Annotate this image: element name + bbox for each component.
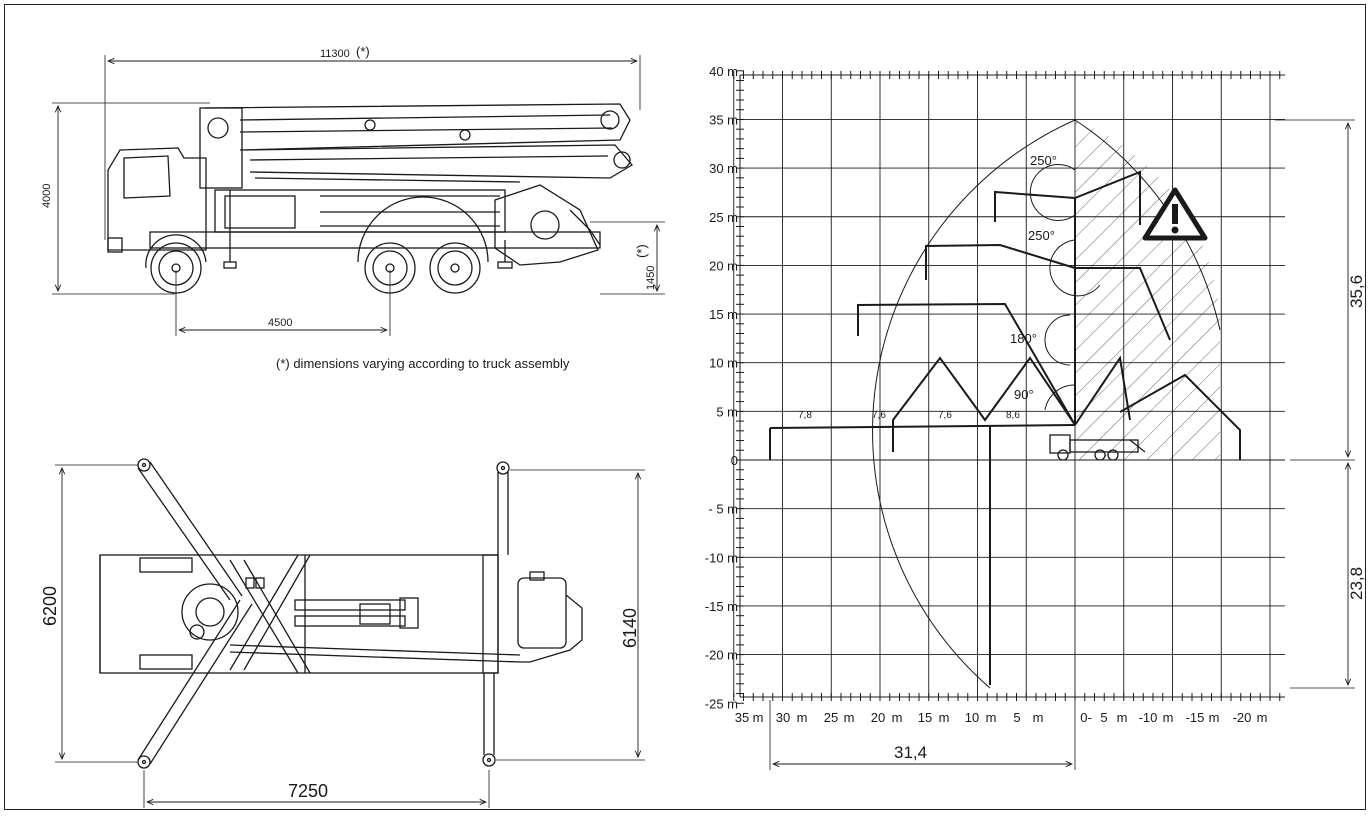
- angle-arcs: [1029, 164, 1101, 411]
- dim-length-note: (*): [356, 44, 370, 59]
- dim-max-depth: 23,8: [1347, 567, 1366, 600]
- y-tick-label: 20 m: [709, 258, 738, 273]
- front-wheel: [145, 234, 207, 294]
- y-tick-label: 25 m: [709, 210, 738, 225]
- y-tick-label: 35 m: [709, 112, 738, 127]
- warning-icon: [1142, 187, 1208, 241]
- x-tick-label: -15: [1186, 710, 1205, 725]
- dim-outrigger-span: 7250: [288, 781, 328, 801]
- x-tick-label: 15: [918, 710, 932, 725]
- x-tick-label: -20: [1233, 710, 1252, 725]
- outrigger-front-lower: [137, 554, 311, 769]
- x-tick-label: 10: [965, 710, 979, 725]
- y-axis-labels: 40 m 35 m 30 m 25 m 20 m 15 m 10 m 5 m 0 - 5 m -10…: [705, 64, 738, 711]
- truck-side-view: [52, 55, 665, 336]
- angle-label-1: 250°: [1030, 153, 1057, 168]
- x-tick-label: 25: [824, 710, 838, 725]
- dim-outrigger-rear: 6140: [620, 608, 640, 648]
- drawing-frame: [4, 4, 1366, 810]
- angle-label-4: 90°: [1014, 387, 1034, 402]
- dim-outrigger-front: 6200: [40, 586, 60, 626]
- x-tick-label: 0-: [1080, 710, 1092, 725]
- y-tick-label: 5 m: [716, 404, 738, 419]
- x-tick-label: m: [1163, 710, 1174, 725]
- footnote: (*) dimensions varying according to truc…: [276, 356, 570, 371]
- x-tick-label: 35: [735, 710, 749, 725]
- dim-height: 4000: [41, 184, 53, 208]
- boom-configurations: [769, 170, 1241, 685]
- y-tick-label: -20 m: [705, 648, 738, 663]
- section-length-4: 8,6: [1006, 410, 1020, 421]
- dim-rear-note: (*): [634, 244, 649, 258]
- rear-wheel-1: [364, 242, 416, 294]
- outrigger-front-upper: [137, 458, 311, 674]
- x-tick-label: m: [844, 710, 855, 725]
- y-tick-label: 40 m: [709, 64, 738, 79]
- y-tick-label: -25 m: [705, 696, 738, 711]
- x-tick-label: m: [1209, 710, 1220, 725]
- x-tick-label: m: [753, 710, 764, 725]
- rear-wheel-2: [357, 196, 489, 294]
- dim-rear-height: 1450: [645, 266, 657, 290]
- section-length-3: 7,6: [938, 410, 952, 421]
- outrigger-rear: [482, 461, 510, 767]
- x-tick-label: m: [892, 710, 903, 725]
- x-tick-label: m: [986, 710, 997, 725]
- y-tick-label: -10 m: [705, 550, 738, 565]
- angle-label-2: 250°: [1028, 228, 1055, 243]
- dim-wheelbase: 4500: [268, 317, 292, 329]
- y-tick-label: - 5 m: [708, 502, 738, 517]
- y-tick-label: -15 m: [705, 599, 738, 614]
- truck-icon: [1049, 434, 1146, 461]
- x-tick-label: m: [1257, 710, 1268, 725]
- section-length-1: 7,8: [798, 410, 812, 421]
- x-tick-label: m: [1117, 710, 1128, 725]
- truck-top-view: [55, 458, 645, 808]
- x-tick-label: m: [939, 710, 950, 725]
- dim-length: 11300: [320, 48, 350, 60]
- x-tick-label: 5: [1100, 710, 1107, 725]
- y-tick-label: 30 m: [709, 161, 738, 176]
- y-tick-label: 15 m: [709, 307, 738, 322]
- x-tick-label: 5: [1013, 710, 1020, 725]
- angle-label-3: 180°: [1010, 331, 1037, 346]
- y-tick-label: 10 m: [709, 356, 738, 371]
- x-tick-label: m: [797, 710, 808, 725]
- x-tick-label: m: [1033, 710, 1044, 725]
- x-tick-label: 30: [776, 710, 790, 725]
- dim-max-height: 35,6: [1347, 275, 1366, 308]
- reach-diagram: [733, 70, 1355, 770]
- dim-max-reach: 31,4: [894, 743, 927, 762]
- y-tick-label: 0: [731, 453, 738, 468]
- x-tick-label: -10: [1139, 710, 1158, 725]
- section-length-2: 7,6: [872, 410, 886, 421]
- x-tick-label: 20: [871, 710, 885, 725]
